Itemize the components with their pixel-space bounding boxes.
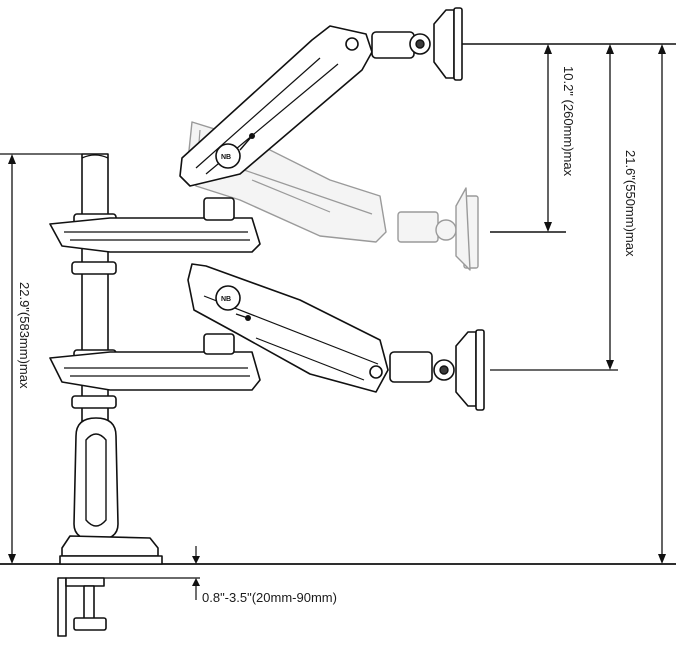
vertical-travel-label: 10.2" (260mm)max (561, 66, 576, 177)
clamp-thickness-label: 0.8"-3.5"(20mm-90mm) (202, 590, 337, 605)
base-clamp (57, 417, 163, 637)
pole-height-label: 22.9"(583mm)max (17, 282, 32, 389)
bottom-lower-arm (49, 333, 261, 391)
lower-arm: NB (187, 263, 389, 393)
max-arm-height-label: 21.6"(550mm)max (623, 150, 638, 257)
logo-text-bottom: NB (221, 296, 231, 303)
upper-arm-raised: NB (179, 25, 373, 187)
logo-text-top: NB (221, 154, 231, 161)
top-lower-arm (49, 197, 261, 253)
lower-arm-mount-head (389, 329, 485, 411)
upper-arm-mount-head (371, 7, 463, 81)
